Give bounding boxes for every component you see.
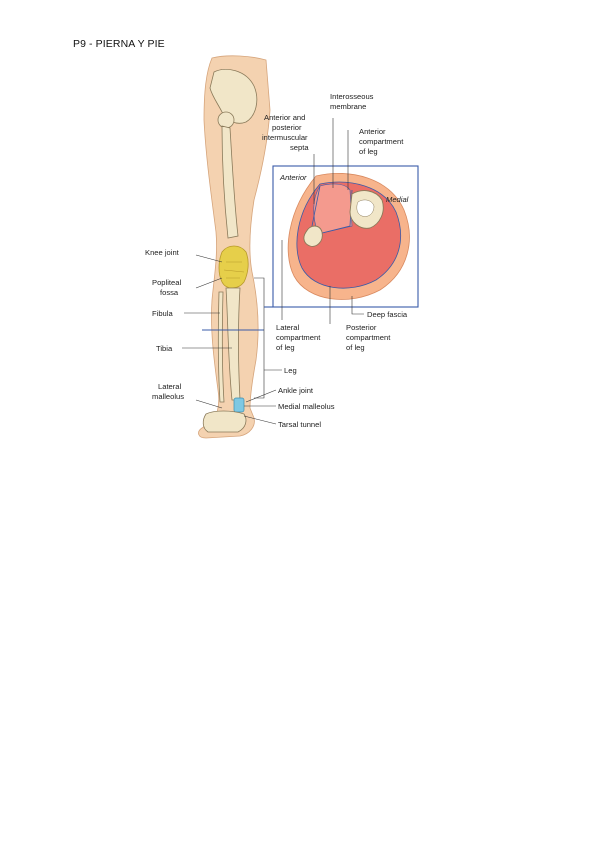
label-posterior-compartment-line2: compartment [346, 333, 391, 342]
label-septa-line3: intermuscular [262, 133, 308, 142]
anterior-compartment-region [313, 183, 353, 235]
label-interosseous-line2: membrane [330, 102, 366, 111]
page-title: P9 - PIERNA Y PIE [73, 38, 165, 50]
right-leader-lines [243, 277, 282, 425]
label-medial: Medial [386, 195, 409, 204]
label-anterior-compartment-line2: compartment [359, 137, 404, 146]
knee-joint-highlight [218, 245, 249, 289]
label-anterior: Anterior [279, 173, 307, 182]
label-medial-malleolus: Medial malleolus [278, 402, 335, 411]
femur-bone [221, 125, 239, 239]
label-tibia: Tibia [156, 344, 173, 353]
label-posterior-compartment-line1: Posterior [346, 323, 377, 332]
label-lateral-compartment-line3: of leg [276, 343, 295, 352]
left-leader-lines [182, 254, 232, 409]
label-septa-line1: Anterior and [264, 113, 305, 122]
cross-section-frame [272, 165, 419, 308]
label-lateral-compartment-line2: compartment [276, 333, 321, 342]
label-knee-joint: Knee joint [145, 248, 180, 257]
tarsal-tunnel-highlight [233, 397, 245, 413]
label-fibula: Fibula [152, 309, 173, 318]
label-anterior-compartment-line1: Anterior [359, 127, 386, 136]
label-posterior-compartment-line3: of leg [346, 343, 365, 352]
label-anterior-compartment-line3: of leg [359, 147, 378, 156]
label-lateral-compartment-line1: Lateral [276, 323, 300, 332]
cross-section-leaders [281, 118, 364, 324]
label-interosseous-line1: Interosseous [330, 92, 374, 101]
hip-bone [209, 69, 258, 124]
label-ankle-joint: Ankle joint [278, 386, 314, 395]
label-deep-fascia: Deep fascia [367, 310, 408, 319]
femoral-head [217, 111, 235, 129]
label-lateral-malleolus-line1: Lateral [158, 382, 182, 391]
label-septa-line4: septa [290, 143, 309, 152]
foot-bones [202, 410, 247, 433]
label-tarsal-tunnel: Tarsal tunnel [278, 420, 321, 429]
label-popliteal-line2: fossa [160, 288, 179, 297]
label-popliteal-line1: Popliteal [152, 278, 181, 287]
label-lateral-malleolus-line2: malleolus [152, 392, 184, 401]
label-septa-line2: posterior [272, 123, 302, 132]
label-leg: Leg [284, 366, 297, 375]
fibula-section [303, 225, 323, 247]
leg-illustration [198, 55, 271, 439]
